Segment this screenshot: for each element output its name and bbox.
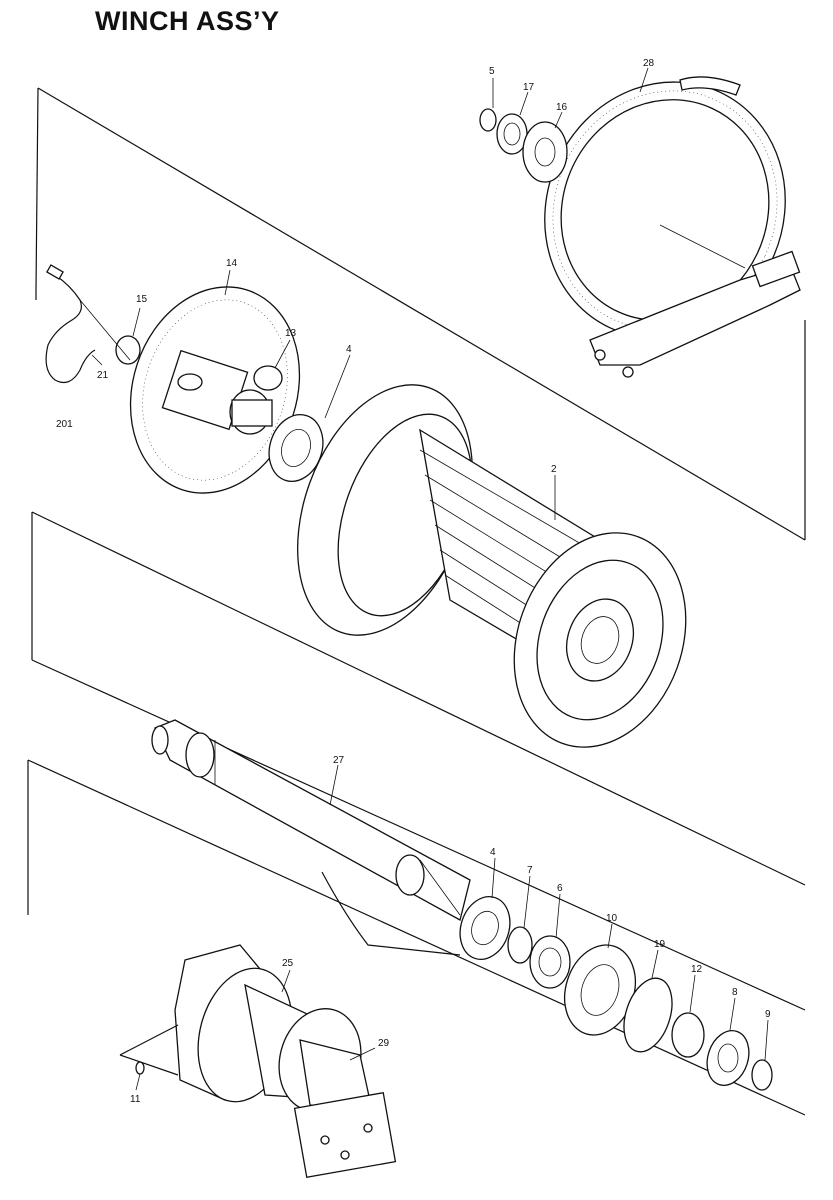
winch-drum	[297, 384, 687, 748]
snap-ring-9	[751, 1059, 773, 1091]
callout-29: 29	[378, 1038, 390, 1049]
seal-6	[529, 935, 571, 989]
callout-4-upper: 4	[346, 344, 352, 355]
upper-boundary-left	[35, 87, 39, 300]
bearing-4-lower	[459, 896, 511, 960]
cable-and-oring	[45, 264, 141, 383]
o-ring-15	[115, 335, 141, 365]
callout-5-upper: 5	[489, 66, 495, 77]
plate-16	[522, 121, 568, 183]
lower-boundary-top	[27, 759, 806, 1116]
upper-boundary-top	[37, 87, 806, 541]
callout-28: 28	[643, 58, 655, 69]
bearing-8	[706, 1030, 750, 1086]
middle-boundary-top	[31, 511, 806, 886]
callout-16: 16	[556, 102, 568, 113]
callout-14: 14	[226, 258, 238, 269]
drive-shaft	[151, 719, 471, 956]
callout-10: 10	[606, 913, 618, 924]
callout-201: 201	[56, 419, 73, 430]
callout-12: 12	[691, 964, 703, 975]
callout-6: 6	[557, 883, 563, 894]
snap-ring-5	[479, 108, 497, 132]
upper-assembly-boundary	[35, 87, 806, 541]
callout-13: 13	[285, 328, 297, 339]
callout-19: 19	[654, 939, 666, 950]
callout-4-lower: 4	[490, 847, 496, 858]
diagram-title: WINCH ASS’Y	[95, 6, 280, 36]
harness-cable-201	[45, 274, 96, 383]
o-ring-19	[623, 977, 673, 1053]
middle-boundary-bottom	[31, 659, 806, 1011]
motor-reducer-assembly	[119, 944, 397, 1179]
callout-8: 8	[732, 987, 738, 998]
callout-9: 9	[765, 1009, 771, 1020]
seal-12	[671, 1012, 705, 1058]
brake-band	[544, 76, 801, 378]
lower-bearing-stack	[459, 857, 773, 1091]
lower-assembly-boundary	[27, 759, 806, 1116]
callout-25: 25	[282, 958, 294, 969]
collar-13	[253, 365, 283, 391]
ring-7	[507, 926, 533, 964]
callout-27: 27	[333, 755, 345, 766]
callout-7: 7	[527, 865, 533, 876]
callout-17: 17	[523, 82, 535, 93]
callout-21: 21	[97, 370, 109, 381]
callout-15: 15	[136, 294, 148, 305]
callout-labels: 5 17 16 28 14 15 13 4 21 201 2 27 4 7 6 …	[56, 58, 771, 1105]
middle-assembly-boundary	[31, 511, 806, 1011]
upper-bearings	[253, 339, 351, 482]
bearing-4-upper	[268, 414, 324, 482]
upper-small-parts	[479, 67, 649, 183]
bearing-17	[496, 113, 528, 155]
callout-2: 2	[551, 464, 557, 475]
callout-11: 11	[130, 1094, 141, 1105]
valve-block	[293, 1091, 397, 1179]
bolt-11	[135, 1061, 145, 1075]
